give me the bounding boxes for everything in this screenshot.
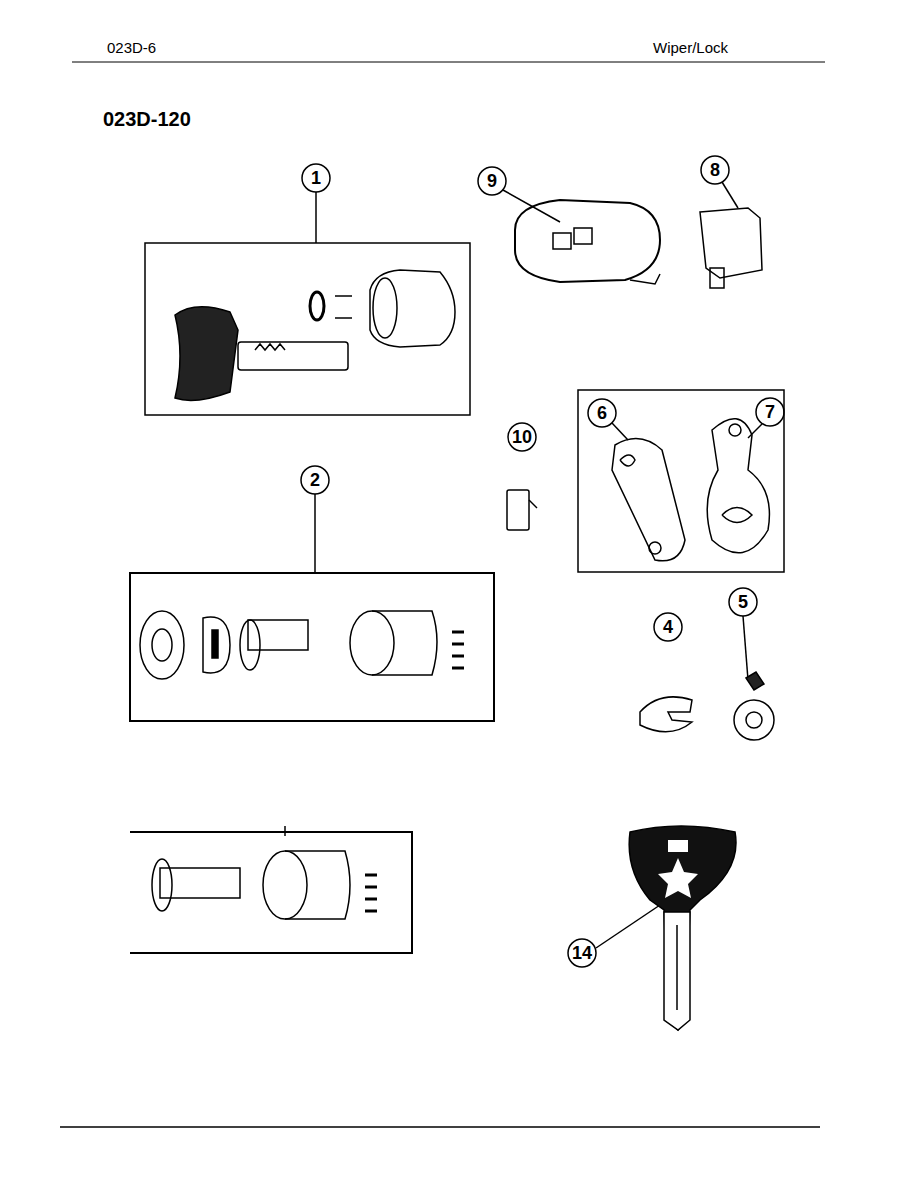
callout-number: 2 [310, 471, 320, 489]
callout-number: 5 [738, 593, 748, 611]
callout-number: 1 [311, 169, 321, 187]
callout-number: 7 [765, 403, 775, 421]
page-number: 023D-6 [107, 40, 156, 55]
callout-number: 10 [512, 428, 532, 446]
page-title: 023D-120 [103, 109, 191, 129]
callout-number: 4 [663, 618, 673, 636]
callout-number: 6 [597, 404, 607, 422]
section-name: Wiper/Lock [653, 40, 728, 55]
callout-number: 9 [487, 172, 497, 190]
callout-number: 14 [572, 944, 592, 962]
callout-number: 8 [710, 161, 720, 179]
